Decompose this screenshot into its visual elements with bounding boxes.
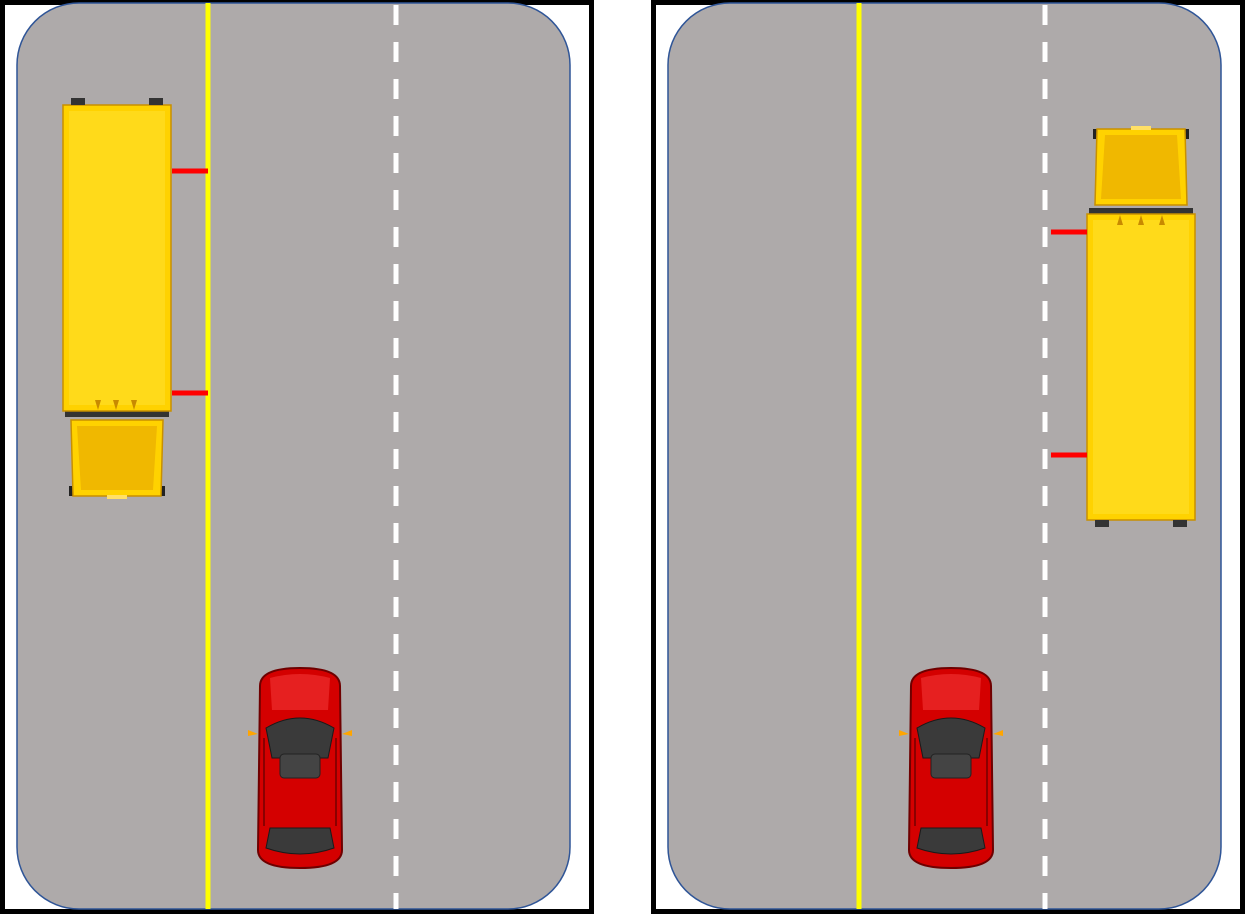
right-scene-panel (651, 0, 1245, 914)
red-car (899, 666, 1003, 870)
right-scene-drawing (651, 0, 1245, 914)
red-car (248, 666, 352, 870)
left-scene-panel (0, 0, 594, 914)
school-bus (1086, 126, 1196, 527)
school-bus (62, 98, 172, 499)
left-scene-drawing (0, 0, 594, 914)
